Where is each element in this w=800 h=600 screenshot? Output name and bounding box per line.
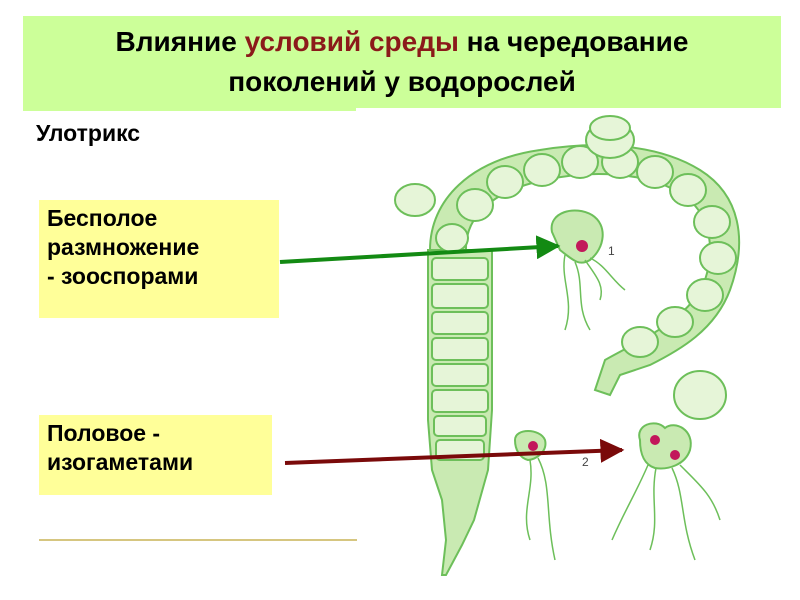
zoospore (550, 209, 626, 331)
sexual-arrow (284, 438, 625, 465)
title-line-2: поколений у водорослей (228, 66, 576, 97)
asexual-label-line-1: Бесполое (47, 205, 158, 231)
title-background (23, 16, 781, 108)
sexual-label-line-2: изогаметами (47, 449, 194, 475)
filament-arch (394, 115, 741, 420)
organism-name: Улотрикс (36, 120, 141, 146)
title-line-1: Влияние условий среды на чередование (23, 22, 781, 62)
asexual-arrow (279, 235, 561, 264)
figure-number-1: 1 (608, 244, 615, 258)
title-underline (23, 108, 356, 111)
gamete-pair (611, 422, 721, 561)
slide-title: Влияние условий среды на чередование пок… (23, 22, 781, 102)
footer-rule (39, 539, 357, 541)
filament-left (427, 249, 493, 576)
asexual-label-box: Бесполое размножение - зооспорами (39, 200, 279, 318)
title-part-1: Влияние (115, 26, 245, 57)
sexual-label-box: Половое - изогаметами (39, 415, 272, 495)
title-accent: условий среды (244, 26, 459, 57)
gamete-single (513, 430, 556, 561)
sexual-label-line-1: Половое - (47, 420, 161, 446)
title-part-2: на чередование (458, 26, 689, 57)
asexual-label-line-2: размножение (47, 234, 200, 260)
figure-number-2: 2 (582, 455, 589, 469)
asexual-label-line-3: - зооспорами (47, 263, 199, 289)
